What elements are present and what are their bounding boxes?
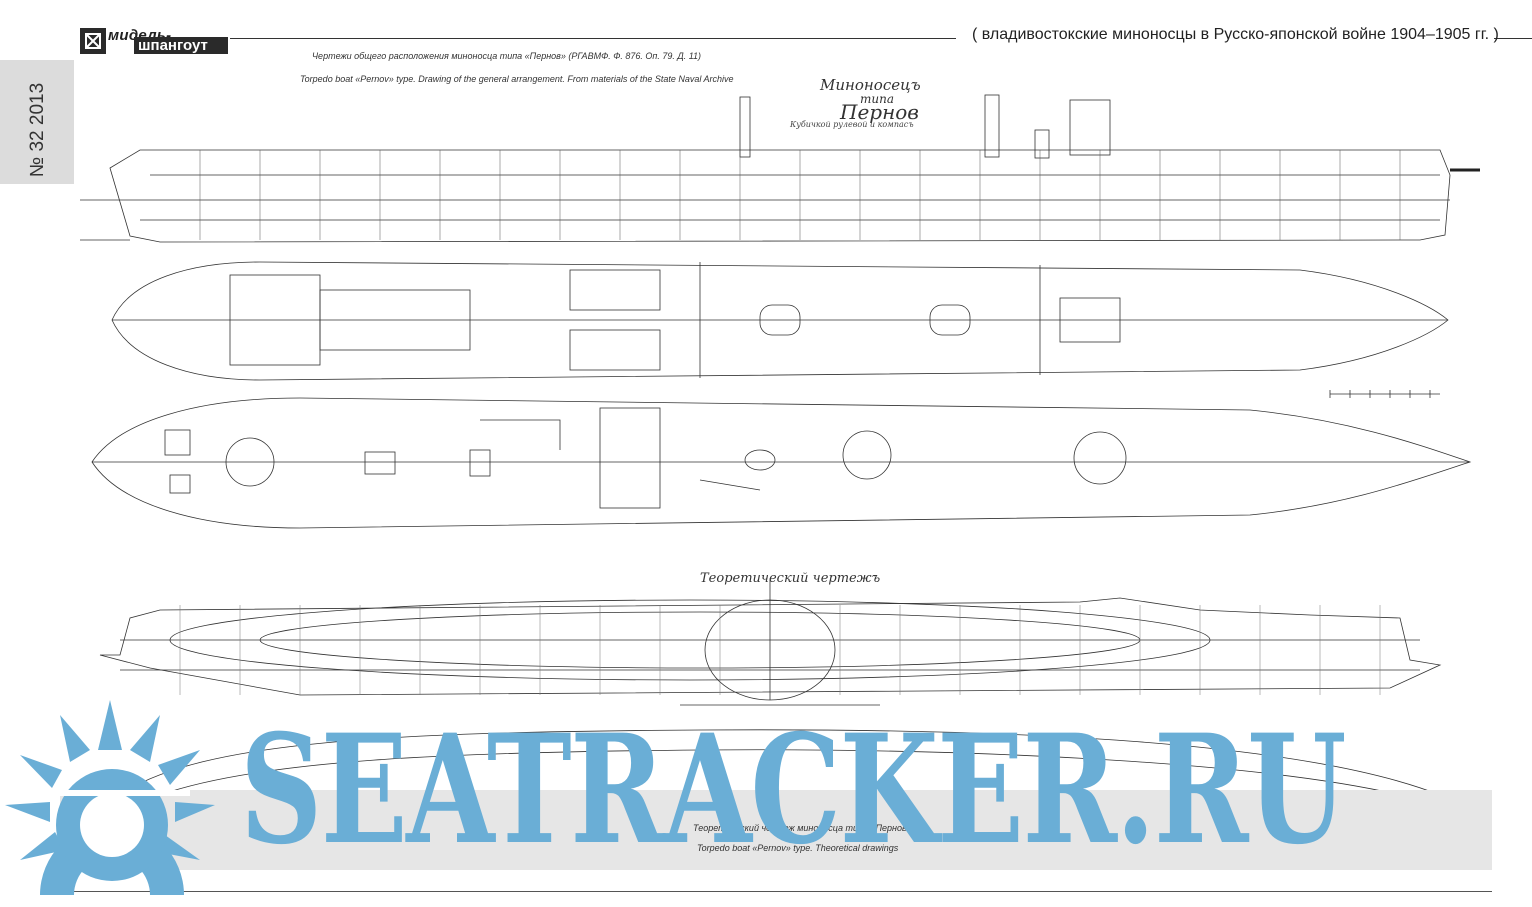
figure-caption-en: Torpedo boat «Pernov» type. Drawing of t… [300,74,734,84]
page-title: ( владивостокские миноносцы в Русско-япо… [972,26,1499,43]
figure-caption-ru: Чертежи общего расположения миноносца ти… [312,51,702,61]
watermark-text: SEATRACKER.RU [240,702,1347,878]
handwritten-note: Кубичкой рулевой и компасъ [790,120,914,129]
handwritten-title: Миноносецъ [820,76,921,94]
logo-text-line2: шпангоут [134,37,228,54]
handwritten-subtitle: типа [860,92,894,106]
bottom-caption-ru: Теоретический чертеж миноносца типа «Пер… [693,823,912,833]
header-rule-right [1494,38,1532,39]
caption-band [60,790,1492,870]
issue-sidebar [0,60,74,184]
bottom-rule [60,891,1492,892]
handwritten-ship-name: Пернов [840,100,919,124]
logo-icon [80,28,106,54]
header-rule [230,38,956,39]
bottom-caption-en: Torpedo boat «Pernov» type. Theoretical … [697,843,899,853]
theoretical-drawing-title: Теоретический чертежъ [700,571,881,586]
sun-logo-icon [5,700,215,895]
